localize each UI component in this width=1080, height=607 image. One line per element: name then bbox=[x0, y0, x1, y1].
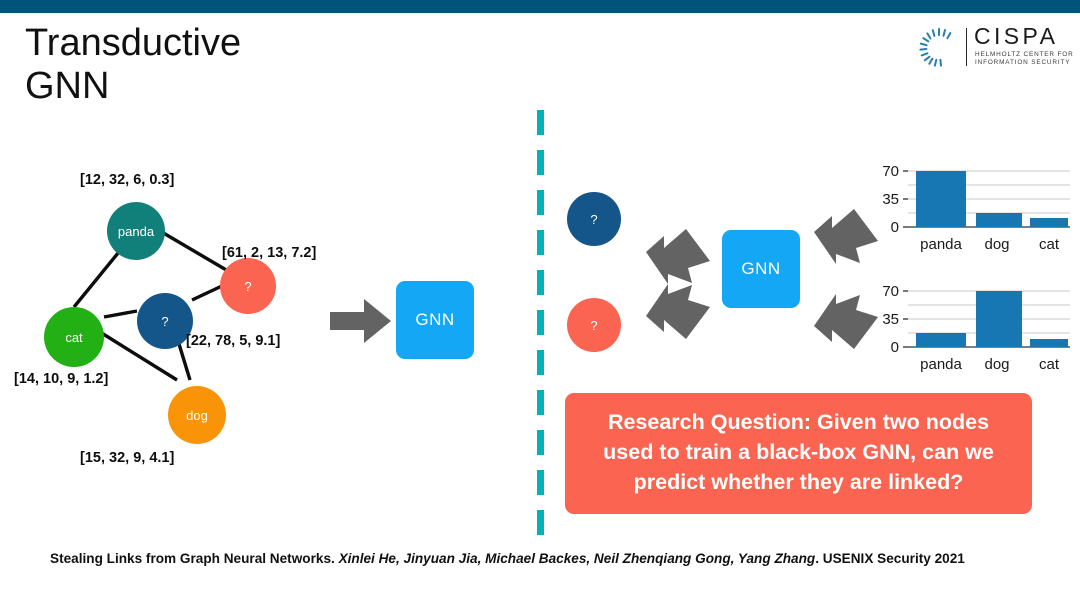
bar-chart-svg: 70 35 0 panda dog cat bbox=[882, 163, 1070, 253]
logo-tagline-line1: HELMHOLTZ CENTER FOR bbox=[975, 51, 1074, 58]
bar-panda bbox=[916, 333, 966, 347]
x-tick-label: panda bbox=[920, 236, 962, 253]
graph-node-label: dog bbox=[186, 407, 208, 423]
bent-arrow-icon bbox=[646, 229, 710, 284]
bar-cat bbox=[1030, 218, 1068, 227]
chart-bars bbox=[916, 171, 1068, 227]
graph-node-features-dog: [15, 32, 9, 4.1] bbox=[80, 450, 175, 466]
chart-x-tick-labels: panda dog cat bbox=[920, 356, 1060, 373]
research-question-text: Research Question: Given two nodes used … bbox=[603, 409, 994, 494]
logo-tagline-line2: INFORMATION SECURITY bbox=[975, 59, 1071, 67]
chart-y-tick-labels: 70 35 0 bbox=[882, 163, 899, 236]
bar-dog bbox=[976, 291, 1022, 347]
gnn-box-left[interactable]: GNN bbox=[396, 281, 474, 359]
citation-footer: Stealing Links from Graph Neural Network… bbox=[50, 548, 1010, 569]
graph-node-cat[interactable]: cat bbox=[44, 307, 104, 367]
header-bar bbox=[0, 0, 1080, 13]
cispa-logo-mark-icon bbox=[919, 28, 952, 67]
graph-node-label: ? bbox=[161, 313, 169, 329]
y-tick-label: 35 bbox=[882, 191, 899, 208]
chart-y-tick-labels: 70 35 0 bbox=[882, 283, 899, 356]
graph-node-features-unknown-blue: [22, 78, 5, 9.1] bbox=[186, 333, 281, 349]
bent-arrow-icon bbox=[646, 284, 710, 339]
logo-wordmark: CISPA bbox=[974, 23, 1059, 49]
page-title: Transductive GNN bbox=[25, 22, 242, 107]
y-tick-label: 0 bbox=[891, 339, 899, 356]
posterior-chart-top: 70 35 0 panda dog cat bbox=[862, 160, 1074, 260]
input-node-label: ? bbox=[590, 211, 598, 227]
graph-node-panda[interactable]: panda bbox=[107, 202, 165, 260]
chart-y-ticks bbox=[903, 170, 908, 228]
x-tick-label: cat bbox=[1039, 236, 1060, 253]
bent-arrow-icon bbox=[814, 294, 878, 349]
bent-arrow-icon bbox=[814, 209, 878, 264]
y-tick-label: 35 bbox=[882, 311, 899, 328]
right-arrow-icon bbox=[330, 299, 391, 343]
graph-node-label: cat bbox=[65, 329, 83, 345]
logo-tagline: HELMHOLTZ CENTER FOR INFORMATION SECURIT… bbox=[975, 51, 1075, 68]
chart-bars bbox=[916, 291, 1068, 347]
y-tick-label: 0 bbox=[891, 219, 899, 236]
logo-divider bbox=[966, 28, 967, 66]
input-node-blue[interactable]: ? bbox=[567, 192, 621, 246]
graph-node-features-unknown-red: [61, 2, 13, 7.2] bbox=[222, 245, 317, 261]
graph-node-unknown-red[interactable]: ? bbox=[220, 258, 276, 314]
bar-chart-svg: 70 35 0 panda dog cat bbox=[882, 283, 1070, 373]
citation-authors: Xinlei He, Jinyuan Jia, Michael Backes, … bbox=[338, 551, 816, 566]
x-tick-label: panda bbox=[920, 356, 962, 373]
citation-venue: . USENIX Security 2021 bbox=[815, 551, 965, 566]
bar-dog bbox=[976, 213, 1022, 227]
input-node-red[interactable]: ? bbox=[567, 298, 621, 352]
graph-node-features-cat: [14, 10, 9, 1.2] bbox=[14, 371, 109, 387]
bar-panda bbox=[916, 171, 966, 227]
graph-node-dog[interactable]: dog bbox=[168, 386, 226, 444]
graph-node-features-panda: [12, 32, 6, 0.3] bbox=[80, 172, 175, 188]
y-tick-label: 70 bbox=[882, 163, 899, 180]
vertical-dashed-divider bbox=[537, 110, 544, 542]
bar-cat bbox=[1030, 339, 1068, 347]
graph-node-label: panda bbox=[117, 223, 155, 239]
x-tick-label: dog bbox=[984, 236, 1009, 253]
graph-node-unknown-blue[interactable]: ? bbox=[137, 293, 193, 349]
y-tick-label: 70 bbox=[882, 283, 899, 300]
input-node-label: ? bbox=[590, 317, 598, 333]
x-tick-label: dog bbox=[984, 356, 1009, 373]
posterior-chart-bottom: 70 35 0 panda dog cat bbox=[862, 280, 1074, 380]
citation-paper-title: Stealing Links from Graph Neural Network… bbox=[50, 551, 335, 566]
gnn-box-label: GNN bbox=[415, 310, 455, 329]
gnn-box-right[interactable]: GNN bbox=[722, 230, 800, 308]
chart-y-ticks bbox=[903, 290, 908, 348]
research-question-box: Research Question: Given two nodes used … bbox=[565, 393, 1032, 514]
cispa-logo: CISPA HELMHOLTZ CENTER FOR INFORMATION S… bbox=[918, 23, 1073, 70]
gnn-box-label: GNN bbox=[741, 259, 781, 278]
x-tick-label: cat bbox=[1039, 356, 1060, 373]
graph-node-label: ? bbox=[244, 278, 252, 294]
chart-x-tick-labels: panda dog cat bbox=[920, 236, 1060, 253]
transductive-graph: panda [12, 32, 6, 0.3] ? [61, 2, 13, 7.2… bbox=[0, 140, 520, 490]
